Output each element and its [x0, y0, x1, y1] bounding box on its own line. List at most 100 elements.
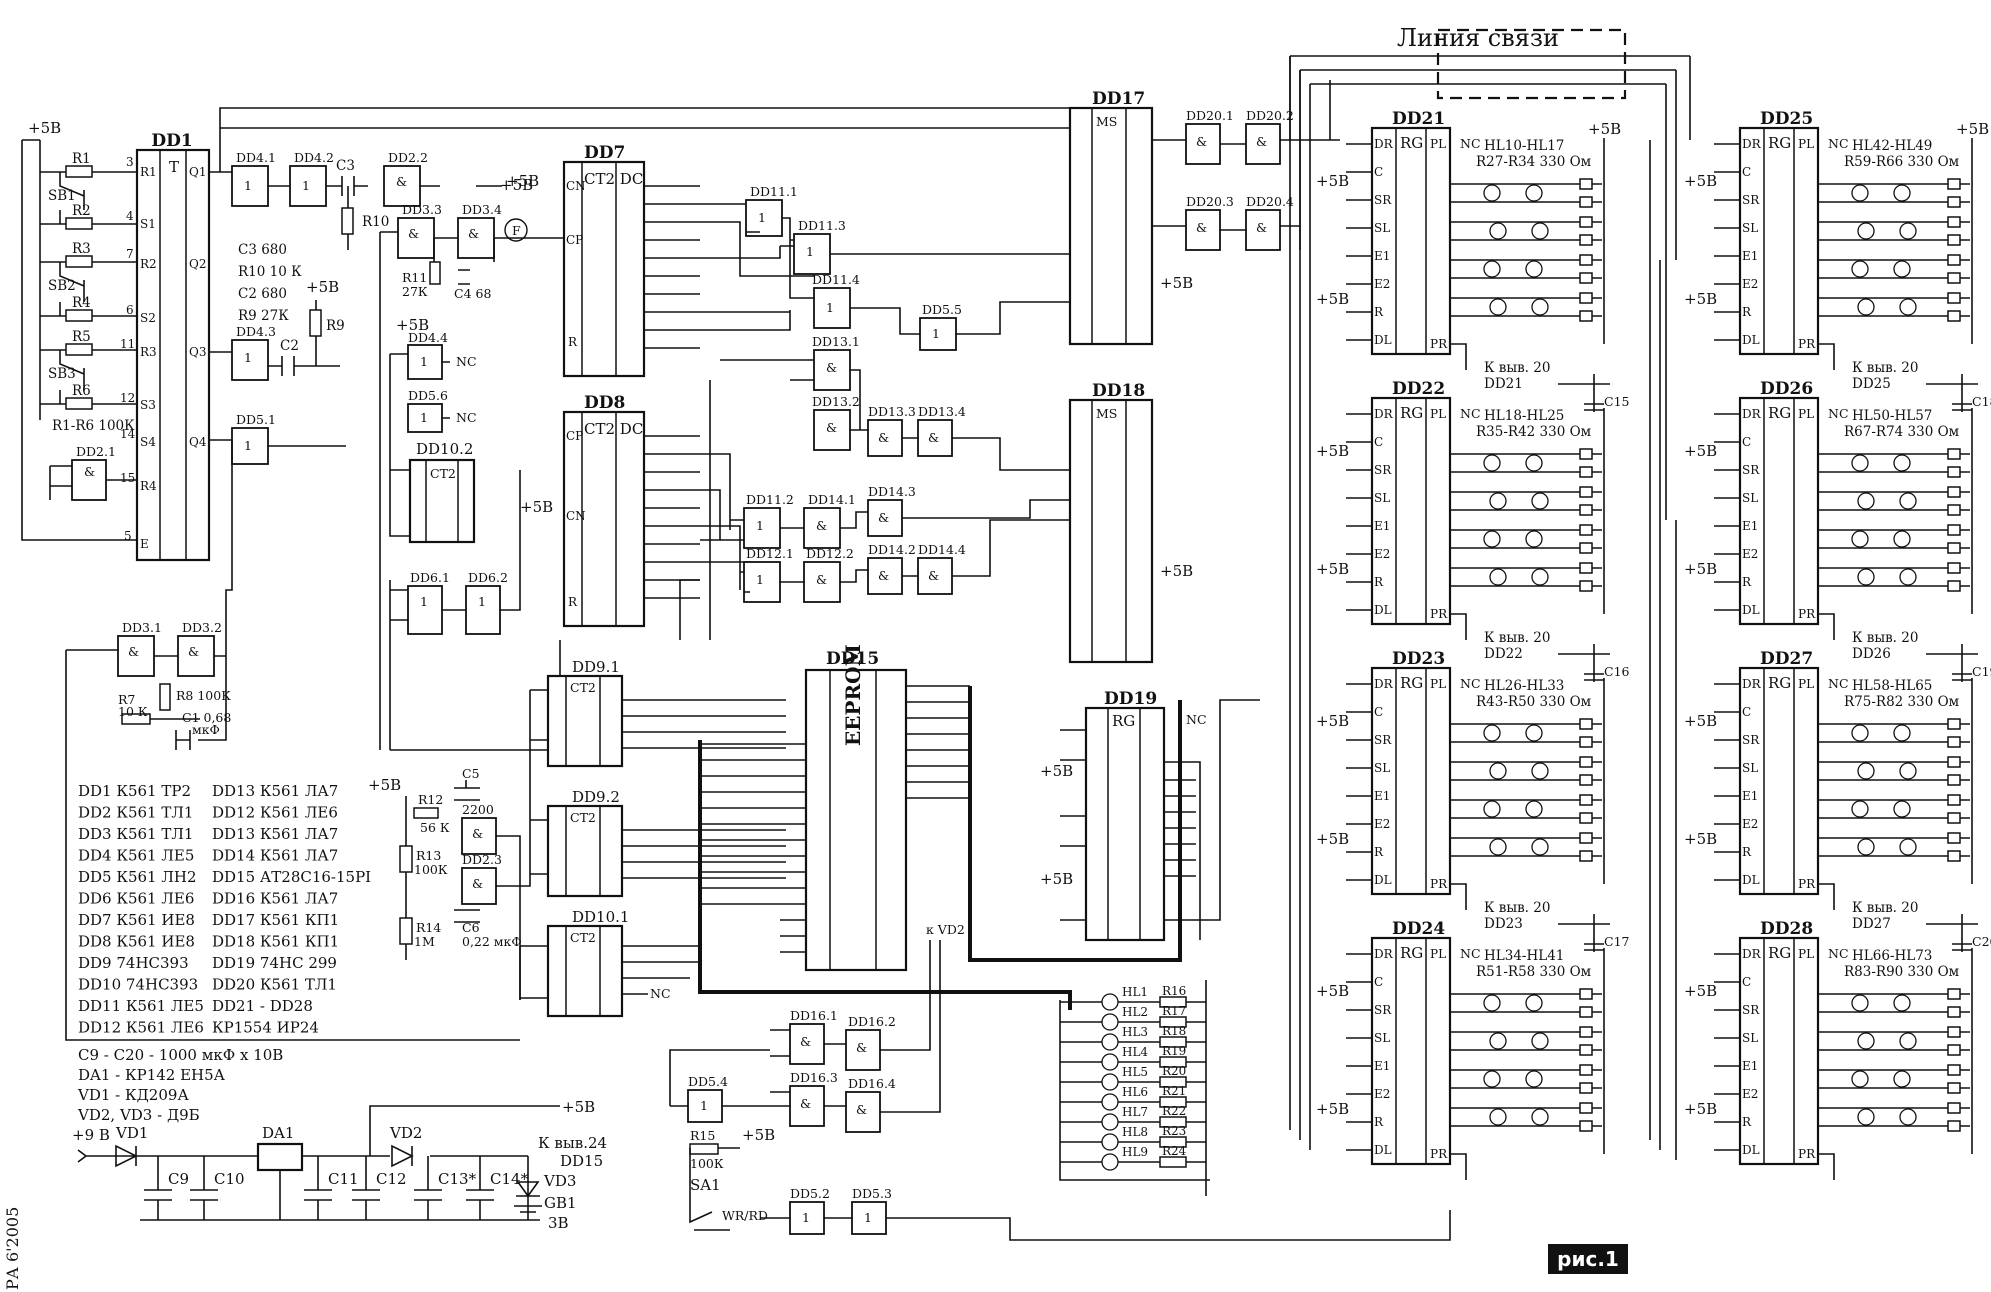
- dd4-4-label: DD4.4: [408, 330, 448, 345]
- dd11-3-gate: [793, 233, 831, 275]
- dd27-r-2a: [1947, 794, 1961, 806]
- c10-cap: [190, 1156, 218, 1220]
- dd5-3-gate: [851, 1201, 887, 1235]
- dd1-pin-r4: R4: [140, 479, 157, 493]
- dd1-pin-r3: R3: [140, 345, 157, 359]
- dd26-res: R67-R74 330 Ом: [1844, 424, 1960, 440]
- r12-value: 56 К: [420, 820, 450, 835]
- dd24-pin-pl: PL: [1430, 947, 1446, 961]
- parts-list-left-8: DD9 74НС393: [78, 954, 189, 972]
- dd27-leds: HL58-HL65: [1852, 678, 1932, 694]
- small-led-label-7: HL8: [1122, 1125, 1148, 1139]
- dd25-note-target: DD25: [1852, 376, 1891, 392]
- small-res-label-7: R23: [1162, 1124, 1186, 1138]
- dd8-label: DD8: [584, 393, 625, 413]
- dd24-pin-sr: SR: [1374, 1003, 1392, 1017]
- dd6-1-sym: 1: [420, 594, 428, 609]
- parts-list-left-5: DD6 К561 ЛЕ6: [78, 890, 194, 908]
- dd22-r-3a: [1579, 562, 1593, 574]
- dd27-res: R75-R82 330 Ом: [1844, 694, 1960, 710]
- dd26-cap-wires: [1926, 644, 1978, 682]
- dd24-led-0-0: [1483, 994, 1501, 1012]
- dd25-r-2a: [1947, 254, 1961, 266]
- r2-body: [65, 217, 93, 230]
- dd13-2-gate: [813, 409, 851, 451]
- c14-label: C14*: [490, 1170, 529, 1188]
- dd21-led-2-0: [1483, 260, 1501, 278]
- dd18-type: MS: [1096, 406, 1117, 421]
- dd25-res: R59-R66 330 Ом: [1844, 154, 1960, 170]
- dd21-cap-wires: [1558, 374, 1610, 412]
- dd25-out-wire-0: [1818, 183, 1970, 203]
- dd26-r-2b: [1947, 542, 1961, 554]
- c3-value: C3 680: [238, 242, 287, 258]
- dd10-1-sep: [565, 926, 601, 1016]
- dd6-2-sym: 1: [478, 594, 486, 609]
- dd24-body: [1370, 936, 1452, 1166]
- c6-cap: [454, 909, 480, 923]
- f-point-label: F: [512, 223, 521, 238]
- dd21-led-3-0: [1489, 298, 1507, 316]
- dd22-body: [1370, 396, 1452, 626]
- sa1-pos: WR/RD: [722, 1208, 768, 1223]
- r9-value: R9 27К: [238, 308, 289, 324]
- dd25-out-wire-3: [1818, 297, 1970, 317]
- dd2-4-gate: [461, 817, 497, 855]
- parts-list-left-10: DD11 К561 ЛЕ5: [78, 997, 204, 1015]
- dd28-pr-wire: [1818, 1153, 1835, 1180]
- dd1-label: DD1: [151, 131, 192, 151]
- dd23-pin-sr: SR: [1374, 733, 1392, 747]
- dd23-led-2-1: [1525, 800, 1543, 818]
- sb3-label: SB3: [48, 366, 76, 382]
- dd8-sep: [581, 412, 617, 626]
- dd5-6-label: DD5.6: [408, 388, 448, 403]
- r9-label: R9: [326, 318, 345, 334]
- dd9-2-sep: [565, 806, 601, 896]
- dd16-2-sym: &: [856, 1040, 867, 1055]
- dd26-r-0a: [1947, 448, 1961, 460]
- dd25-pin-sl: SL: [1742, 221, 1758, 235]
- dd5-4-sym: 1: [700, 1098, 708, 1113]
- dd25-led-1-1: [1899, 222, 1917, 240]
- dd28-led-2-1: [1893, 1070, 1911, 1088]
- osc-wires: [65, 440, 520, 1041]
- c12-label: C12: [376, 1170, 407, 1188]
- dd27-r-0b: [1947, 736, 1961, 748]
- dd10-1-type: CT2: [570, 930, 596, 945]
- r11-body: [429, 261, 441, 285]
- dd28-nc: NC: [1828, 946, 1849, 961]
- parts-list-left-6: DD7 К561 ИЕ8: [78, 911, 195, 929]
- dd27-r-1b: [1947, 774, 1961, 786]
- dd23-out-wire-3: [1450, 837, 1602, 857]
- dd22-cap-wires: [1558, 644, 1610, 682]
- dd3-wires: [379, 231, 566, 750]
- dd25-pin-e2: E2: [1742, 277, 1758, 291]
- parts-list-left-0: DD1 К561 ТР2: [78, 782, 191, 800]
- dd22-led-3-1: [1531, 568, 1549, 586]
- dd5-5-label: DD5.5: [922, 302, 962, 317]
- dd2-1-sym: &: [84, 464, 95, 479]
- dd3-1-gate: [117, 635, 155, 677]
- dd24-pin-c: C: [1374, 975, 1383, 989]
- sb1-switch: [59, 172, 85, 224]
- dd28-label: DD28: [1760, 919, 1813, 939]
- dd16-1-gate: [789, 1023, 825, 1065]
- dd25-led-1-0: [1857, 222, 1875, 240]
- dd24-led-1-0: [1489, 1032, 1507, 1050]
- dd1-pinnum-3: 3: [126, 155, 134, 169]
- dd23-led-3-0: [1489, 838, 1507, 856]
- r2-label: R2: [72, 203, 91, 219]
- dd23-led-0-1: [1525, 724, 1543, 742]
- dd23-cap-wires: [1558, 914, 1610, 952]
- dd23-pr-wire: [1450, 883, 1467, 910]
- dd25-led-0-0: [1851, 184, 1869, 202]
- dd11-3-sym: 1: [806, 244, 814, 259]
- da1-label: DA1: [262, 1124, 294, 1142]
- dd2-2-label: DD2.2: [388, 150, 428, 165]
- dd9-1-body: [546, 674, 624, 768]
- dd2-4-sym: &: [472, 826, 483, 841]
